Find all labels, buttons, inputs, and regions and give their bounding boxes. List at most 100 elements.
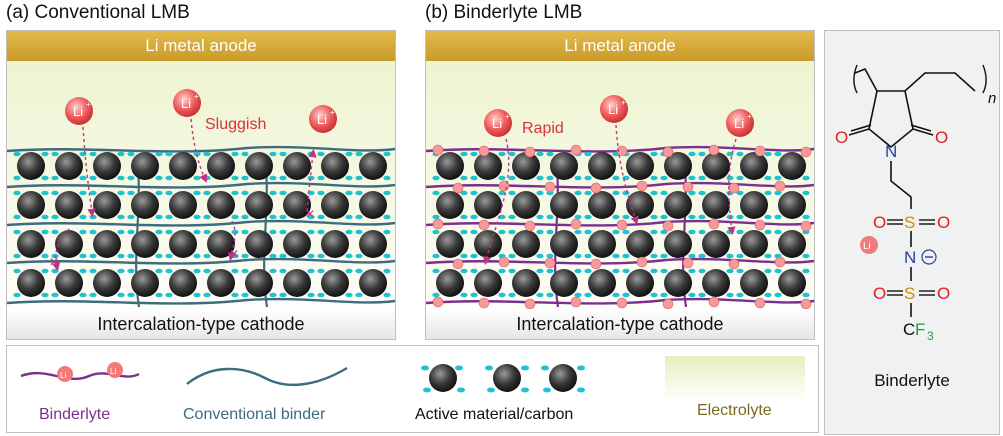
carbon-particle (355, 268, 363, 274)
carbon-particle (650, 175, 658, 181)
blocked-marker: ✕ (305, 207, 315, 221)
carbon-particle (51, 229, 59, 235)
carbon-particle (317, 175, 325, 181)
carbon-particle (345, 214, 353, 220)
active-material-particle (169, 269, 197, 297)
ion-path (51, 228, 70, 272)
active-material-particle (702, 152, 730, 180)
active-material-particle (626, 191, 654, 219)
li-ion-small (800, 298, 812, 310)
active-material-particle (245, 191, 273, 219)
svg-text:Li: Li (608, 102, 618, 117)
carbon-particle (317, 190, 325, 196)
li-ion-small (478, 145, 490, 157)
active-material-particle (245, 152, 273, 180)
active-material-particle (283, 152, 311, 180)
carbon-particle (574, 229, 582, 235)
carbon-particle (269, 175, 277, 181)
atom-oxygen: O (937, 284, 950, 303)
carbon-particle (345, 253, 353, 259)
carbon-particle (622, 268, 630, 274)
svg-text:Li: Li (181, 96, 191, 111)
active-material-particle (321, 269, 349, 297)
active-material-particle (359, 269, 387, 297)
carbon-particle (736, 253, 744, 259)
carbon-particle (193, 175, 201, 181)
li-ion: Li + (65, 97, 93, 125)
carbon-particle (726, 268, 734, 274)
active-material-particle (474, 152, 502, 180)
carbon-particle (774, 151, 782, 157)
carbon-particle (165, 214, 173, 220)
li-ion-small (616, 297, 628, 309)
legend-electrolyte-label: Electrolyte (697, 402, 772, 419)
li-ion-small (728, 258, 740, 270)
carbon-particle (155, 214, 163, 220)
li-ion: Li + (726, 109, 754, 137)
active-material-particle (131, 269, 159, 297)
carbon-particle (470, 175, 478, 181)
carbon-particle (383, 253, 391, 259)
carbon-particle (764, 175, 772, 181)
carbon-particle (736, 292, 744, 298)
binder-line (7, 181, 395, 189)
svg-text:+: + (194, 92, 199, 101)
li-ion-small (754, 219, 766, 231)
binder-line (426, 181, 814, 189)
carbon-particle (355, 292, 363, 298)
active-material-particle (702, 230, 730, 258)
carbon-particle (764, 190, 772, 196)
carbon-particle (79, 253, 87, 259)
panel-a-diagram: Li + Li + Li + Sluggish ✕ ✕ ✕ (7, 89, 395, 308)
carbon-particle (193, 151, 201, 157)
active-material-particle (321, 230, 349, 258)
carbon-particle (307, 151, 315, 157)
carbon-particle (584, 175, 592, 181)
carbon-particle (698, 253, 706, 259)
carbon-particle (460, 253, 468, 259)
carbon-particle (13, 175, 21, 181)
carbon-particle (622, 292, 630, 298)
li-ion-small (452, 258, 464, 270)
carbon-particle (470, 268, 478, 274)
active-material-particle (550, 269, 578, 297)
active-material-particle (207, 152, 235, 180)
carbon-particle (279, 253, 287, 259)
carbon-particle (660, 229, 668, 235)
legend-binder-swatch (186, 366, 348, 387)
active-material-particle (17, 269, 45, 297)
carbon-particle (317, 253, 325, 259)
carbon-particle (698, 175, 706, 181)
carbon-particle (41, 175, 49, 181)
carbon-particle (51, 190, 59, 196)
carbon-particle (612, 229, 620, 235)
carbon-particle (698, 190, 706, 196)
binderlyte-structure: n O O N S O O N Li S O O (835, 64, 996, 343)
legend-active-material-label: Active material/carbon (415, 406, 574, 423)
active-material-particle (55, 269, 83, 297)
carbon-particle (117, 253, 125, 259)
carbon-particle (317, 229, 325, 235)
carbon-particle (383, 175, 391, 181)
carbon-particle (51, 151, 59, 157)
carbon-particle (117, 190, 125, 196)
carbon-particle (117, 229, 125, 235)
active-material-particle (169, 191, 197, 219)
carbon-particle (193, 214, 201, 220)
carbon-particle (508, 190, 516, 196)
carbon-particle (498, 292, 506, 298)
blocked-marker: ✕ (49, 255, 59, 269)
li-ion-small (478, 297, 490, 309)
carbon-particle (432, 175, 440, 181)
active-material-particle (740, 152, 768, 180)
li-ion-small (728, 182, 740, 194)
carbon-particle (155, 292, 163, 298)
active-material-particle (17, 191, 45, 219)
carbon-particle (355, 151, 363, 157)
svg-text:+: + (747, 112, 752, 121)
carbon-particle (355, 175, 363, 181)
carbon-particle (269, 151, 277, 157)
carbon-particle (89, 151, 97, 157)
active-material-particle (626, 230, 654, 258)
rapid-annotation: Rapid (522, 120, 564, 137)
